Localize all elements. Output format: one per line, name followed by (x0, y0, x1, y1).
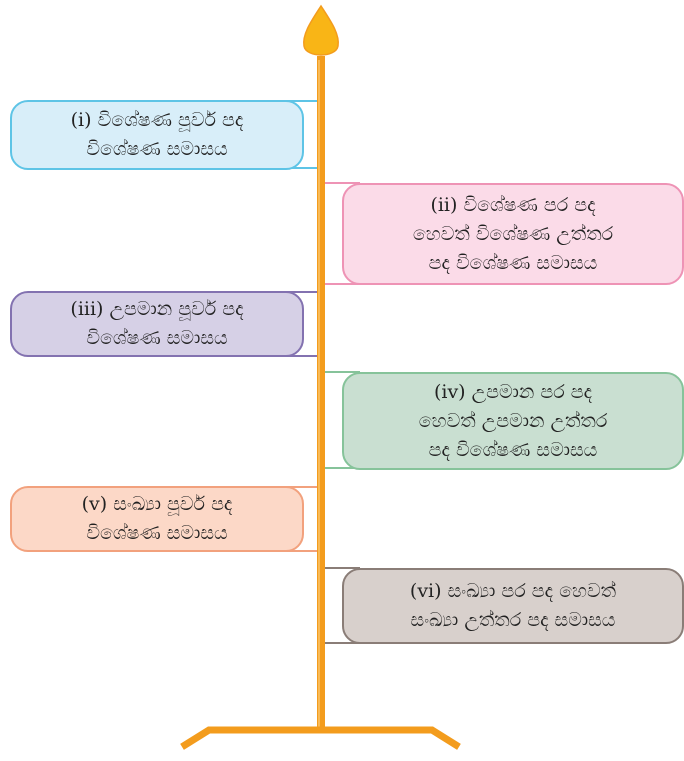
box-upamana-purva-pada: (iii) උපමාන පූර්ව පද විශේෂණ සමාසය (10, 291, 304, 357)
box-5-line-1: (v) සංඛ්‍යා පූර්ව පද (81, 493, 233, 515)
box-3-line-2: විශේෂණ සමාසය (86, 327, 228, 349)
box-1-line-1: (i) විශේෂණ පූර්ව පද (70, 109, 244, 131)
box-sankhya-purva-pada: (v) සංඛ්‍යා පූර්ව පද විශේෂණ සමාසය (10, 486, 304, 552)
box-upamana-para-pada: (iv) උපමාන පර පද හෙවත් උපමාන උත්තර පද වි… (342, 372, 684, 470)
box-2-line-1: (ii) විශේෂණ පර පද (430, 193, 596, 216)
box-sankhya-para-pada: (vi) සංඛ්‍යා පර පද හෙවත් සංඛ්‍යා උත්තර ප… (342, 568, 684, 644)
box-6-line-2: සංඛ්‍යා උත්තර පද සමාසය (410, 609, 616, 631)
box-visheshana-para-pada: (ii) විශේෂණ පර පද හෙවත් විශේෂණ උත්තර පද … (342, 183, 684, 285)
box-4-line-2: හෙවත් උපමාන උත්තර (418, 409, 608, 432)
box-1-line-2: විශේෂණ සමාසය (86, 138, 228, 160)
box-2-line-2: හෙවත් විශේෂණ උත්තර (412, 222, 614, 245)
box-2-line-3: පද විශේෂණ සමාසය (428, 251, 598, 274)
lamp-base (180, 726, 461, 750)
box-5-line-2: විශේෂණ සමාසය (86, 522, 228, 544)
box-visheshana-purva-pada: (i) විශේෂණ පූර්ව පද විශේෂණ සමාසය (10, 100, 304, 170)
box-4-line-3: පද විශේෂණ සමාසය (428, 438, 598, 461)
box-6-line-1: (vi) සංඛ්‍යා පර පද හෙවත් (409, 580, 617, 602)
lamp-flame (303, 4, 339, 56)
lamp-pole (317, 56, 325, 732)
box-3-line-1: (iii) උපමාන පූර්ව පද (70, 298, 244, 320)
box-4-line-1: (iv) උපමාන පර පද (433, 380, 593, 403)
